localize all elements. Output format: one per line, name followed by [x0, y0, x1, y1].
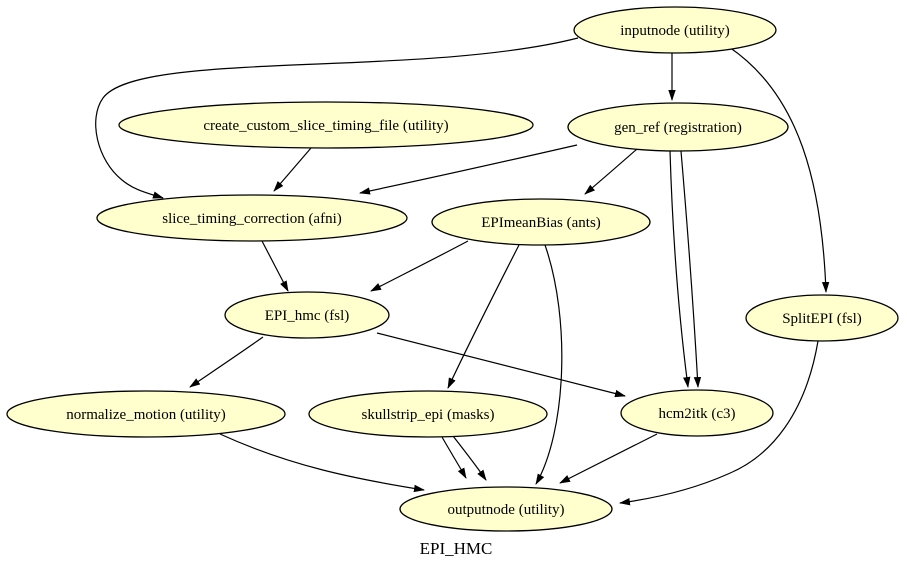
node-EPI_hmc: EPI_hmc (fsl) [224, 291, 390, 339]
node-shape-skullstrip_epi [308, 390, 548, 438]
edge-EPImeanBias-outputnode [535, 244, 563, 485]
node-gen_ref: gen_ref (registration) [567, 102, 789, 152]
node-slice_timing_correction: slice_timing_correction (afni) [96, 194, 408, 242]
edge-gen_ref-slice_timing_correction [359, 144, 578, 195]
node-EPImeanBias: EPImeanBias (ants) [431, 198, 651, 246]
node-outputnode: outputnode (utility) [399, 486, 613, 532]
edge-inputnode-slice_timing_correction [95, 37, 579, 199]
node-create_custom_slice_timing_file: create_custom_slice_timing_file (utility… [118, 101, 534, 149]
node-inputnode: inputnode (utility) [573, 6, 777, 54]
node-shape-hcm2itk [620, 389, 774, 437]
node-shape-gen_ref [567, 102, 789, 152]
edge-skullstrip_epi-outputnode-2 [452, 435, 487, 481]
node-SplitEPI: SplitEPI (fsl) [745, 294, 899, 342]
node-label-EPImeanBias: EPImeanBias (ants) [481, 215, 601, 231]
node-shape-normalize_motion [6, 390, 286, 438]
node-label-EPI_hmc: EPI_hmc (fsl) [265, 308, 350, 324]
edge-gen_ref-EPImeanBias [584, 148, 638, 195]
node-shape-create_custom_slice_timing_file [118, 101, 534, 149]
node-normalize_motion: normalize_motion (utility) [6, 390, 286, 438]
node-shape-EPImeanBias [431, 198, 651, 246]
node-layer: inputnode (utility) create_custom_slice_t… [6, 6, 899, 532]
node-label-slice_timing_correction: slice_timing_correction (afni) [162, 211, 342, 227]
node-shape-inputnode [573, 6, 777, 54]
edge-hcm2itk-outputnode [559, 433, 658, 484]
edge-EPImeanBias-EPI_hmc [370, 240, 469, 292]
edge-layer [95, 37, 830, 506]
node-label-normalize_motion: normalize_motion (utility) [66, 407, 226, 423]
node-label-create_custom_slice_timing_file: create_custom_slice_timing_file (utility… [203, 118, 448, 134]
edge-gen_ref-hcm2itk-1 [669, 150, 691, 388]
node-label-gen_ref: gen_ref (registration) [614, 120, 742, 136]
edge-EPI_hmc-hcm2itk [376, 332, 626, 398]
edge-normalize_motion-outputnode [219, 433, 425, 493]
node-shape-outputnode [399, 486, 613, 532]
node-skullstrip_epi: skullstrip_epi (masks) [308, 390, 548, 438]
node-shape-SplitEPI [745, 294, 899, 342]
edge-SplitEPI-outputnode [619, 340, 819, 506]
edge-create_custom_slice_timing_file-slice_timing_correction [273, 147, 312, 192]
edge-inputnode-SplitEPI [728, 46, 830, 293]
node-shape-EPI_hmc [224, 291, 390, 339]
edge-skullstrip_epi-outputnode-1 [441, 436, 467, 479]
edge-EPImeanBias-skullstrip_epi [447, 244, 520, 389]
node-label-inputnode: inputnode (utility) [620, 23, 730, 39]
edge-gen_ref-hcm2itk-2 [680, 150, 702, 388]
node-label-SplitEPI: SplitEPI (fsl) [782, 311, 862, 327]
node-shape-slice_timing_correction [96, 194, 408, 242]
node-label-outputnode: outputnode (utility) [447, 502, 564, 518]
node-hcm2itk: hcm2itk (c3) [620, 389, 774, 437]
edge-slice_timing_correction-EPI_hmc [261, 240, 289, 292]
node-label-hcm2itk: hcm2itk (c3) [658, 406, 735, 422]
edge-EPI_hmc-normalize_motion [189, 336, 264, 388]
node-label-skullstrip_epi: skullstrip_epi (masks) [362, 407, 495, 423]
diagram-caption: EPI_HMC [420, 539, 493, 558]
